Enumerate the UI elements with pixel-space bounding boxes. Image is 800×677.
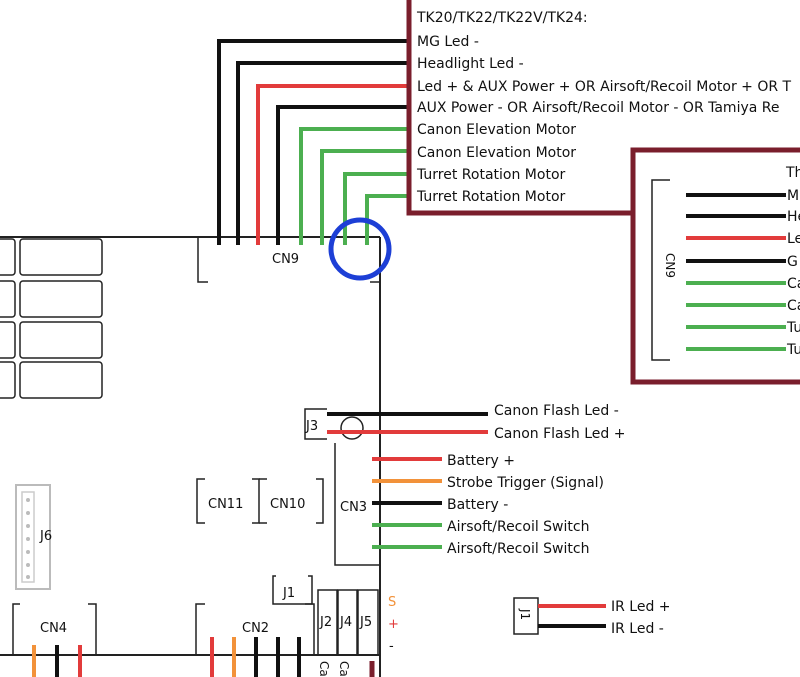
cn9-wire-2 (236, 61, 410, 245)
inset-line-8: Tu (786, 342, 800, 358)
cn3-label-2: Strobe Trigger (Signal) (447, 475, 604, 491)
inset-line-1: M (787, 188, 799, 204)
cn3-label-5: Airsoft/Recoil Switch (447, 541, 589, 557)
j6-label: J6 (39, 529, 52, 544)
highlight-circle (328, 217, 392, 281)
ir-led-connector: J1 IR Led + IR Led - (513, 597, 671, 637)
inset-line-6: Ca (787, 298, 800, 314)
main-box-title: TK20/TK22/TK22V/TK24: (416, 10, 588, 26)
inset-line-4: G (787, 254, 798, 270)
inset-line-7: Tu (786, 320, 800, 336)
cn2-connector: CN2 (195, 603, 315, 677)
j1-label: J1 (282, 586, 295, 601)
cn4-label: CN4 (40, 621, 67, 636)
ir-label-2: IR Led - (611, 621, 664, 637)
cn9-connector: CN9 (197, 39, 410, 283)
j6-connector: J6 (15, 484, 52, 590)
cn3-label-1: Battery + (447, 453, 515, 469)
inset-line-3: Le (787, 231, 800, 247)
cn3-label: CN3 (340, 500, 367, 515)
marker-plus: + (388, 617, 399, 632)
j1-connector: J1 (272, 575, 313, 605)
j3-label-1: Canon Flash Led - (494, 403, 619, 419)
j3-label-2: Canon Flash Led + (494, 426, 626, 442)
cn9-wire-5 (299, 127, 410, 245)
cn9-wire-1 (217, 39, 410, 245)
left-component-grid (0, 238, 103, 399)
inset-line-5: Ca (787, 276, 800, 292)
cn9-wire-6 (320, 149, 410, 245)
ir-label-1: IR Led + (611, 599, 671, 615)
marker-s: S (388, 595, 396, 610)
cn9-label: CN9 (272, 252, 299, 267)
main-line-7: Turret Rotation Motor (416, 167, 566, 183)
j3-connector: J3 Canon Flash Led - Canon Flash Led + (304, 403, 626, 442)
cn4-connector: CN4 (12, 603, 97, 677)
cn2-label: CN2 (242, 621, 269, 636)
j2-label: J2 (319, 615, 332, 630)
inset-title: Th (785, 165, 800, 181)
cn3-label-3: Battery - (447, 497, 508, 513)
main-line-3: Led + & AUX Power + OR Airsoft/Recoil Mo… (417, 79, 792, 95)
main-line-1: MG Led - (417, 34, 479, 50)
inset-cn9-label: CN9 (663, 253, 677, 278)
cn9-wire-7 (343, 172, 410, 245)
cn9-wire-8 (365, 194, 410, 245)
inset-pinout-box: CN9 Th M He Le G Ca Ca Tu Tu (630, 147, 800, 385)
cn9-wire-4 (276, 105, 410, 245)
j3-mount-hole (340, 416, 364, 440)
cn11-cn10-connectors (196, 478, 324, 524)
marker-minus: - (389, 639, 394, 654)
bottom-partial-1: Ca (317, 661, 331, 677)
cn10-label: CN10 (270, 497, 305, 512)
bottom-partial-2: Ca (337, 661, 351, 677)
cn9-wire-3 (256, 84, 410, 245)
j4-label: J4 (339, 615, 352, 630)
j2-j4-j5-connectors (317, 589, 379, 656)
j3-label: J3 (305, 419, 318, 434)
ir-j1-label: J1 (518, 608, 532, 620)
main-line-2: Headlight Led - (417, 56, 524, 72)
cn11-label: CN11 (208, 497, 243, 512)
main-line-8: Turret Rotation Motor (416, 189, 566, 205)
cn3-label-4: Airsoft/Recoil Switch (447, 519, 589, 535)
cn3-connector: CN3 Battery + Strobe Trigger (Signal) Ba… (334, 443, 604, 566)
j5-label: J5 (359, 615, 372, 630)
main-line-6: Canon Elevation Motor (417, 145, 576, 161)
main-line-4: AUX Power - OR Airsoft/Recoil Motor - OR… (417, 100, 780, 116)
main-line-5: Canon Elevation Motor (417, 122, 576, 138)
inset-line-2: He (787, 209, 800, 225)
